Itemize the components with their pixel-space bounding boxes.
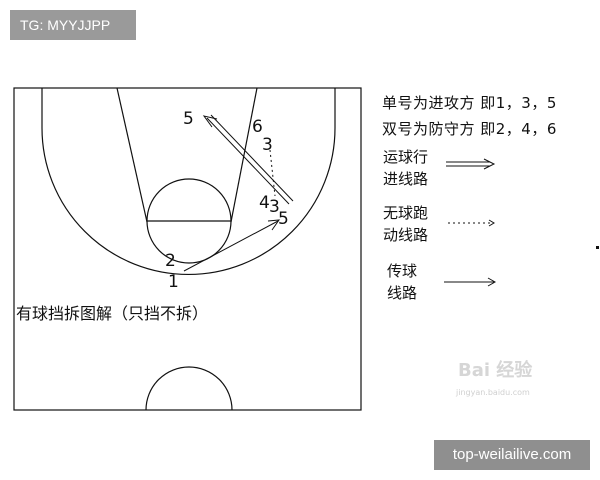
player-4: 4 <box>259 193 270 213</box>
court-boundary <box>13 87 362 411</box>
diagram-caption: 有球挡拆图解（只挡不拆） <box>16 304 208 323</box>
center-circle <box>145 366 233 411</box>
legend-pass-label-1: 传球 <box>387 262 418 280</box>
lane-right <box>230 87 258 223</box>
legend-dribble-label: 运球行 进线路 <box>383 146 453 190</box>
legend-pass-arrowhead <box>487 277 497 287</box>
legend-offense-line: 单号为进攻方 即1，3，5 <box>382 94 557 112</box>
legend-defense-line: 双号为防守方 即2，4，6 <box>382 120 557 138</box>
legend-dribble-label-2: 进线路 <box>383 170 429 188</box>
dribble-path-line-b <box>210 114 294 202</box>
dribble-path-line-a <box>206 117 290 205</box>
lane-left <box>116 87 148 223</box>
player-3-screen: 3 <box>269 197 280 217</box>
player-5-top: 5 <box>183 109 194 129</box>
legend-off-ball-label-2: 动线路 <box>383 226 429 244</box>
free-throw-circle <box>146 178 232 264</box>
player-3: 3 <box>262 135 273 155</box>
baidu-jingyan-url: jingyan.baidu.com <box>456 388 530 397</box>
legend-off-ball-label-1: 无球跑 <box>383 204 429 222</box>
legend-pass-label: 传球 线路 <box>387 260 457 304</box>
legend-off-ball-arrowhead <box>488 219 495 227</box>
player-5-mid: 5 <box>278 209 289 229</box>
pass-line <box>183 220 279 272</box>
legend-dribble-label-1: 运球行 <box>383 148 429 166</box>
player-2: 2 <box>165 251 176 271</box>
baidu-jingyan-logo: Bai 经验 <box>458 360 533 381</box>
pass-arrowhead <box>267 219 281 231</box>
tg-watermark: TG: MYYJJPP <box>10 10 136 40</box>
player-6: 6 <box>252 117 263 137</box>
legend-pass-label-2: 线路 <box>387 284 418 302</box>
dribble-arrowhead <box>202 115 218 128</box>
three-point-arc <box>41 88 336 276</box>
site-watermark: top-weilailive.com <box>434 440 590 470</box>
edge-mark <box>596 246 599 249</box>
player-1: 1 <box>168 272 179 292</box>
legend-off-ball-label: 无球跑 动线路 <box>383 202 453 246</box>
legend-dribble-arrowhead <box>483 158 496 170</box>
